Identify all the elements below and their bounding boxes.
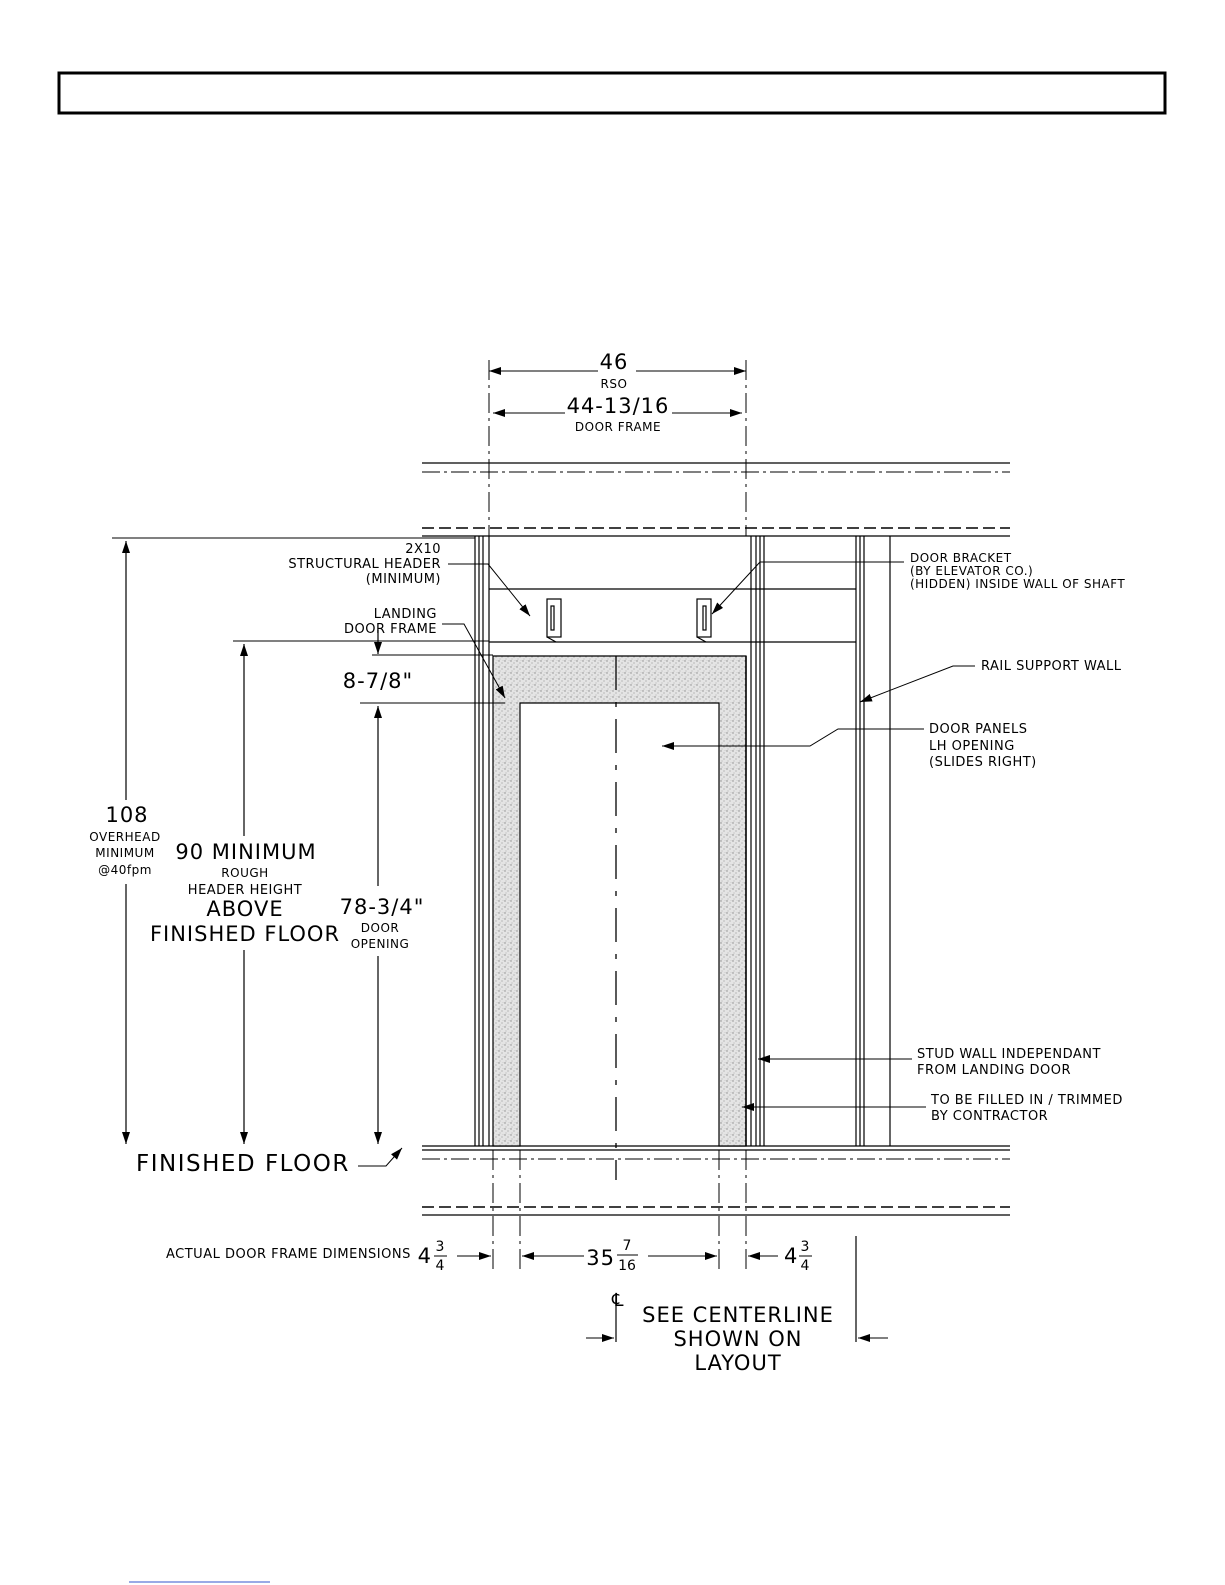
- door-bracket-left: [546, 598, 562, 643]
- stud-wall-callout: STUD WALL INDEPENDANT FROM LANDING DOOR: [758, 1047, 1101, 1078]
- left-jamb-numerator: 3: [436, 1239, 445, 1255]
- header-height-label-1: ROUGH: [221, 866, 268, 880]
- head-depth-dimension: 8-7/8": [343, 630, 505, 704]
- rail-support-wall: [855, 536, 891, 1146]
- door-panels-callout: DOOR PANELS LH OPENING (SLIDES RIGHT): [662, 722, 1037, 770]
- overhead-label-1: OVERHEAD: [89, 830, 160, 844]
- rso-label: RSO: [601, 377, 628, 391]
- actual-door-frame-dimensions: ACTUAL DOOR FRAME DIMENSIONS 4 3 4 35 7 …: [166, 1238, 812, 1274]
- left-jamb-whole: 4: [418, 1244, 432, 1268]
- title-box: [57, 71, 1167, 115]
- rso-dimension: 46 RSO: [489, 350, 746, 391]
- left-jamb-denominator: 4: [436, 1258, 445, 1274]
- see-centerline-note: ℄ SEE CENTERLINE SHOWN ON LAYOUT: [586, 1290, 888, 1375]
- fill-in-label-2: BY CONTRACTOR: [931, 1109, 1048, 1124]
- door-opening-value: 78-3/4": [340, 895, 425, 919]
- header-height-value: 90 MINIMUM: [175, 840, 316, 864]
- header-height-label-4: FINISHED FLOOR: [150, 922, 340, 946]
- structural-header-label-1: 2X10: [405, 542, 441, 557]
- finished-floor-callout: FINISHED FLOOR: [136, 1147, 403, 1177]
- door-bracket-callout: DOOR BRACKET (BY ELEVATOR CO.) (HIDDEN) …: [711, 551, 1125, 615]
- landing-label-2: DOOR FRAME: [344, 622, 437, 637]
- structural-header-label-3: (MINIMUM): [366, 572, 441, 587]
- right-jamb-denominator: 4: [801, 1258, 810, 1274]
- right-jamb-numerator: 3: [801, 1239, 810, 1255]
- overhead-label-3: @40fpm: [98, 863, 152, 877]
- fill-in-label-1: TO BE FILLED IN / TRIMMED: [930, 1093, 1123, 1108]
- door-frame-label: DOOR FRAME: [575, 420, 661, 434]
- structural-header-callout: 2X10 STRUCTURAL HEADER (MINIMUM): [288, 542, 531, 617]
- header-height-label-3: ABOVE: [206, 897, 283, 921]
- header-height-label-2: HEADER HEIGHT: [188, 883, 302, 898]
- door-panels-label-2: LH OPENING: [929, 739, 1015, 754]
- landing-door-frame-callout: LANDING DOOR FRAME: [344, 607, 506, 699]
- door-frame-value: 44-13/16: [567, 394, 670, 418]
- door-opening-dimension: 78-3/4" DOOR OPENING: [340, 706, 425, 1144]
- stud-wall-label-2: FROM LANDING DOOR: [917, 1063, 1071, 1078]
- stud-wall-label-1: STUD WALL INDEPENDANT: [917, 1047, 1101, 1062]
- right-stud-wall: [750, 536, 765, 1146]
- rail-support-wall-label: RAIL SUPPORT WALL: [981, 659, 1122, 674]
- shaft-top-lines: [422, 462, 1010, 537]
- landing-door-frame: [492, 655, 747, 1147]
- opening-width-denominator: 16: [618, 1258, 636, 1274]
- bracket-label-3: (HIDDEN) INSIDE WALL OF SHAFT: [910, 577, 1125, 591]
- overhead-value: 108: [105, 803, 148, 827]
- door-panels-label-3: (SLIDES RIGHT): [929, 755, 1037, 770]
- opening-width-numerator: 7: [623, 1238, 632, 1254]
- door-panels-label-1: DOOR PANELS: [929, 722, 1027, 737]
- left-stud-wall: [474, 536, 490, 1146]
- centerline-symbol: ℄: [611, 1290, 624, 1311]
- fill-in-callout: TO BE FILLED IN / TRIMMED BY CONTRACTOR: [742, 1093, 1123, 1124]
- extension-lines: [488, 360, 747, 1270]
- overhead-label-2: MINIMUM: [95, 846, 154, 860]
- floor-lines: [422, 1145, 1010, 1216]
- rail-support-wall-callout: RAIL SUPPORT WALL: [859, 659, 1122, 703]
- landing-label-1: LANDING: [374, 607, 437, 622]
- door-opening-label-1: DOOR: [361, 921, 399, 935]
- door-bracket-right: [696, 598, 712, 643]
- header-height-dimension: 90 MINIMUM ROUGH HEADER HEIGHT ABOVE FIN…: [150, 640, 489, 1144]
- door-opening-label-2: OPENING: [351, 937, 410, 951]
- structural-header-label-2: STRUCTURAL HEADER: [288, 557, 441, 572]
- door-frame-dimension: 44-13/16 DOOR FRAME: [493, 394, 742, 434]
- actual-dimensions-label: ACTUAL DOOR FRAME DIMENSIONS: [166, 1247, 411, 1262]
- bracket-label-2: (BY ELEVATOR CO.): [910, 564, 1033, 578]
- right-jamb-whole: 4: [784, 1244, 798, 1268]
- head-depth-value: 8-7/8": [343, 669, 413, 693]
- see-centerline-label-3: LAYOUT: [694, 1351, 781, 1375]
- see-centerline-label-2: SHOWN ON: [673, 1327, 802, 1351]
- finished-floor-label: FINISHED FLOOR: [136, 1151, 350, 1177]
- overhead-dimension: 108 OVERHEAD MINIMUM @40fpm: [89, 537, 475, 1144]
- bracket-label-1: DOOR BRACKET: [910, 551, 1012, 565]
- rso-value: 46: [600, 350, 629, 374]
- see-centerline-label-1: SEE CENTERLINE: [642, 1303, 834, 1327]
- opening-width-whole: 35: [586, 1246, 615, 1270]
- structural-header: [489, 588, 856, 643]
